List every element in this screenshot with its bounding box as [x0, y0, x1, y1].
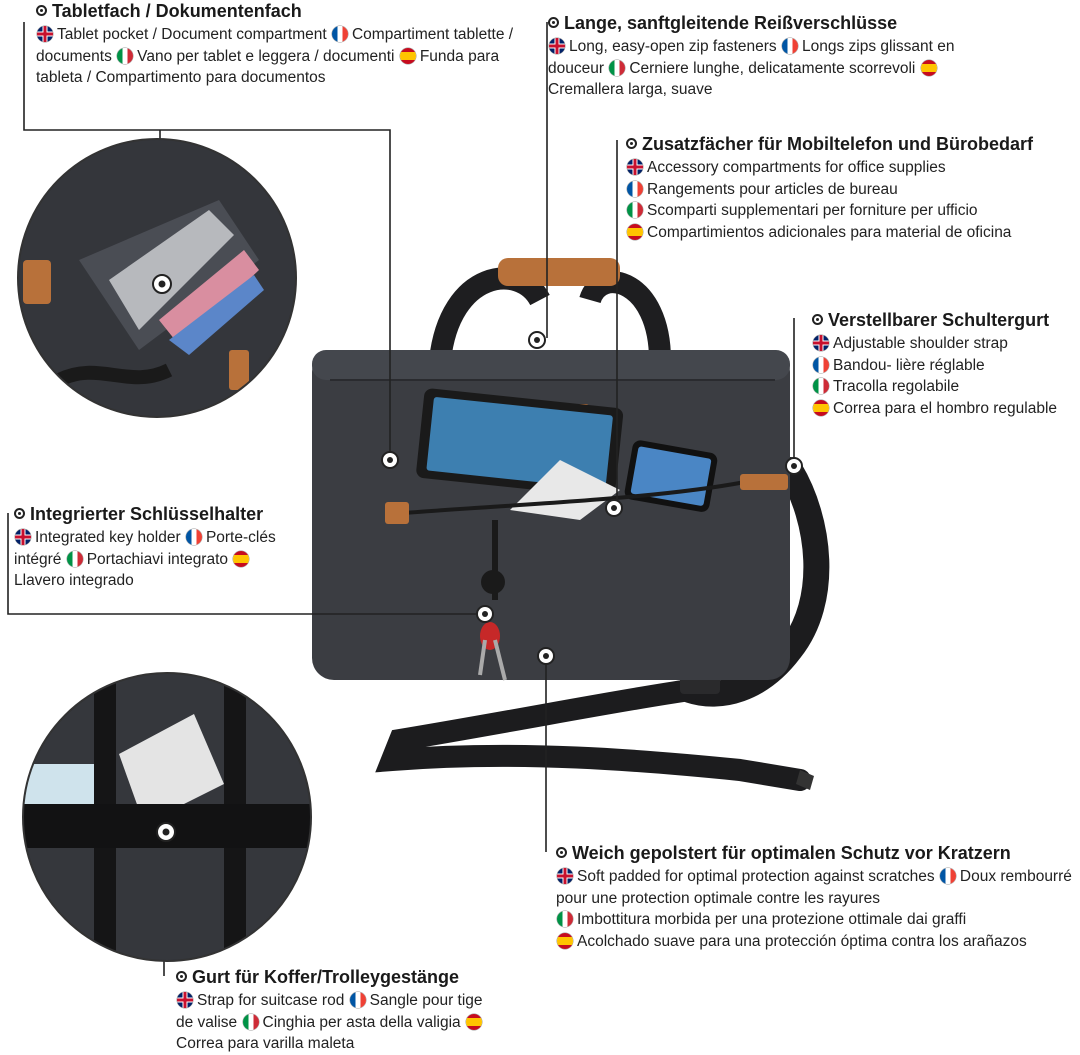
uk-flag-icon	[37, 26, 53, 42]
callout-title: Weich gepolstert für optimalen Schutz vo…	[572, 843, 1011, 863]
trolley-strap-illustration	[24, 674, 310, 960]
text-it: Cerniere lunghe, delicatamente scorrevol…	[629, 59, 916, 77]
callout-title: Verstellbarer Schultergurt	[828, 310, 1050, 330]
spain-flag-icon	[399, 47, 416, 64]
spain-flag-icon	[233, 550, 250, 567]
callout-tablet-compartment: Tabletfach / Dokumentenfach Tablet pocke…	[36, 0, 516, 89]
shoulder-strap	[375, 457, 830, 791]
callout-key-holder: Integrierter Schlüsselhalter Integrated …	[14, 503, 294, 592]
bullet-target-icon	[36, 5, 47, 16]
france-flag-icon	[185, 529, 202, 545]
text-es: Compartimientos adicionales para materia…	[647, 223, 1012, 241]
text-fr: Longs zips glissant en douceur	[548, 38, 955, 77]
text-fr: Compartiment tablette / documents	[36, 26, 514, 65]
detail-photo-trolley-strap	[22, 672, 312, 962]
text-fr: Porte-clés intégré	[14, 529, 276, 568]
bullet-target-icon	[556, 847, 567, 858]
callout-soft-padded: Weich gepolstert für optimalen Schutz vo…	[556, 842, 1078, 952]
italy-flag-icon	[242, 1013, 259, 1030]
text-it: Scomparti supplementari per forniture pe…	[647, 202, 978, 220]
bag-body	[312, 350, 790, 681]
bullet-target-icon	[176, 971, 187, 982]
france-flag-icon	[331, 26, 348, 42]
detail-photo-tablet-compartment	[17, 138, 297, 418]
italy-flag-icon	[66, 550, 83, 567]
callout-shoulder-strap: Verstellbarer Schultergurt Adjustable sh…	[812, 309, 1078, 419]
france-flag-icon	[349, 992, 366, 1008]
uk-flag-icon	[813, 335, 829, 351]
spain-flag-icon	[557, 932, 573, 949]
callout-accessory-compartments: Zusatzfächer für Mobiltelefon und Bürobe…	[626, 133, 1076, 243]
italy-flag-icon	[557, 911, 573, 928]
uk-flag-icon	[549, 38, 565, 54]
uk-flag-icon	[557, 868, 573, 884]
text-es: Acolchado suave para una protección ópti…	[577, 932, 1027, 950]
text-es: Correa para el hombro regulable	[833, 399, 1058, 417]
callout-title: Integrierter Schlüsselhalter	[30, 504, 264, 524]
uk-flag-icon	[177, 992, 193, 1008]
text-es: Funda para tableta / Compartimento para …	[36, 47, 500, 87]
spain-flag-icon	[627, 223, 643, 240]
text-fr: Sangle pour tige de valise	[176, 992, 483, 1031]
text-en: Adjustable shoulder strap	[833, 335, 1008, 352]
bag-handles	[429, 258, 671, 362]
tablet-compartment-illustration	[19, 140, 295, 416]
uk-flag-icon	[15, 529, 31, 545]
france-flag-icon	[627, 180, 643, 197]
callout-title: Zusatzfächer für Mobiltelefon und Bürobe…	[642, 134, 1034, 154]
france-flag-icon	[939, 868, 956, 884]
text-en: Soft padded for optimal protection again…	[577, 868, 935, 885]
spain-flag-icon	[920, 59, 937, 76]
bullet-target-icon	[14, 508, 25, 519]
text-fr: Bandou- lière réglable	[833, 356, 985, 374]
text-it: Portachiavi integrato	[86, 550, 229, 568]
text-en: Strap for suitcase rod	[197, 992, 345, 1009]
text-es: Correa para varilla maleta	[176, 1035, 355, 1053]
bullet-target-icon	[548, 17, 559, 28]
callout-trolley-strap: Gurt für Koffer/Trolleygestänge Strap fo…	[176, 966, 496, 1055]
text-en: Accessory compartments for office suppli…	[647, 159, 946, 176]
text-en: Integrated key holder	[35, 529, 181, 546]
spain-flag-icon	[813, 399, 829, 416]
callout-title: Gurt für Koffer/Trolleygestänge	[192, 967, 460, 987]
text-it: Cinghia per asta della valigia	[262, 1013, 461, 1031]
callout-title: Lange, sanftgleitende Reißverschlüsse	[564, 13, 898, 33]
text-fr: Rangements pour articles de bureau	[647, 180, 898, 198]
bullet-target-icon	[626, 138, 637, 149]
text-fr: Doux rembourré pour une protection optim…	[556, 868, 1072, 907]
text-it: Imbottitura morbida per una protezione o…	[577, 911, 967, 929]
italy-flag-icon	[627, 202, 643, 219]
italy-flag-icon	[813, 378, 829, 395]
callout-title: Tabletfach / Dokumentenfach	[52, 1, 302, 21]
text-en: Long, easy-open zip fasteners	[569, 38, 777, 55]
uk-flag-icon	[627, 159, 643, 175]
text-it: Tracolla regolabile	[833, 378, 960, 396]
text-es: Llavero integrado	[14, 572, 134, 590]
text-es: Cremallera larga, suave	[548, 81, 713, 99]
spain-flag-icon	[466, 1013, 482, 1030]
text-it: Vano per tablet e leggera / documenti	[137, 47, 395, 65]
text-en: Tablet pocket / Document compartment	[57, 26, 327, 43]
france-flag-icon	[781, 38, 798, 54]
italy-flag-icon	[609, 59, 626, 76]
italy-flag-icon	[117, 47, 134, 64]
france-flag-icon	[813, 356, 829, 373]
bullet-target-icon	[812, 314, 823, 325]
callout-zips: Lange, sanftgleitende Reißverschlüsse Lo…	[548, 12, 968, 101]
